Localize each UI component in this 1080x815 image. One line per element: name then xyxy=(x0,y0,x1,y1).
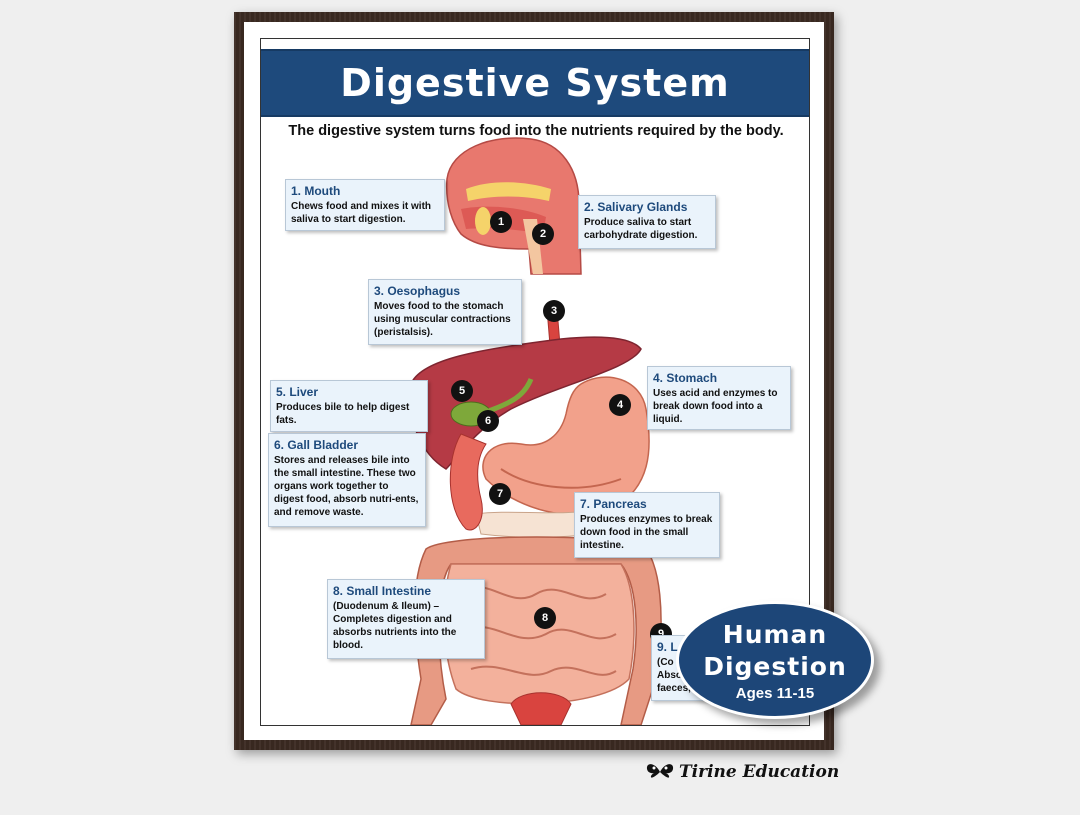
frame-mat: Digestive System The digestive system tu… xyxy=(244,22,824,740)
marker-3: 3 xyxy=(543,300,565,322)
brand-name: Tirine Education xyxy=(679,762,840,782)
organ-description: Produces bile to help digest fats. xyxy=(276,402,410,426)
organ-heading: 3. Oesophagus xyxy=(374,284,461,298)
human-digestion-badge: Human Digestion Ages 11-15 xyxy=(676,601,874,719)
organ-description: Produce saliva to start carbohydrate dig… xyxy=(584,217,698,241)
info-box-gall-bladder: 6. Gall Bladder Stores and releases bile… xyxy=(268,433,426,527)
marker-4: 4 xyxy=(609,394,631,416)
organ-description: Produces enzymes to break down food in t… xyxy=(580,514,713,551)
info-box-small-intestine: 8. Small Intestine (Duodenum & Ileum) – … xyxy=(327,579,485,659)
organ-heading: 6. Gall Bladder xyxy=(274,438,359,452)
organ-heading: 8. Small Intestine xyxy=(333,584,432,598)
title-bar: Digestive System xyxy=(261,49,809,117)
marker-2: 2 xyxy=(532,223,554,245)
marker-1: 1 xyxy=(490,211,512,233)
liver-illustration xyxy=(409,336,642,470)
picture-frame: Digestive System The digestive system tu… xyxy=(234,12,834,750)
info-box-salivary-glands: 2. Salivary Glands Produce saliva to sta… xyxy=(578,195,716,249)
badge-line-1: Human xyxy=(722,619,828,649)
organ-heading: 2. Salivary Glands xyxy=(584,200,688,214)
butterfly-icon xyxy=(646,764,674,778)
info-box-pancreas: 7. Pancreas Produces enzymes to break do… xyxy=(574,492,720,558)
marker-5: 5 xyxy=(451,380,473,402)
marker-6: 6 xyxy=(477,410,499,432)
organ-heading: 4. Stomach xyxy=(653,371,718,385)
organ-description: Uses acid and enzymes to break down food… xyxy=(653,388,778,425)
poster-title: Digestive System xyxy=(340,61,730,105)
organ-heading: 7. Pancreas xyxy=(580,497,647,511)
marker-7: 7 xyxy=(489,483,511,505)
brand-signature: Tirine Education xyxy=(645,762,839,782)
info-box-liver: 5. Liver Produces bile to help digest fa… xyxy=(270,380,428,432)
organ-description: Stores and releases bile into the small … xyxy=(274,455,419,518)
poster-subtitle: The digestive system turns food into the… xyxy=(288,123,784,139)
organ-description: (Duodenum & Ileum) – Completes digestion… xyxy=(333,601,457,651)
info-box-stomach: 4. Stomach Uses acid and enzymes to brea… xyxy=(647,366,791,430)
badge-line-2: Digestion xyxy=(703,651,847,681)
organ-description: Chews food and mixes it with saliva to s… xyxy=(291,201,432,225)
organ-heading: 5. Liver xyxy=(276,385,319,399)
poster: Digestive System The digestive system tu… xyxy=(260,38,810,726)
organ-heading: 9. L xyxy=(657,640,678,654)
info-box-oesophagus: 3. Oesophagus Moves food to the stomach … xyxy=(368,279,522,345)
organ-description: (Co Abso faeces, xyxy=(657,657,691,694)
badge-age-range: Ages 11-15 xyxy=(735,684,815,702)
head-illustration xyxy=(445,137,582,275)
organ-heading: 1. Mouth xyxy=(291,184,341,198)
marker-8: 8 xyxy=(534,607,556,629)
info-box-mouth: 1. Mouth Chews food and mixes it with sa… xyxy=(285,179,445,231)
organ-description: Moves food to the stomach using muscular… xyxy=(374,301,511,338)
